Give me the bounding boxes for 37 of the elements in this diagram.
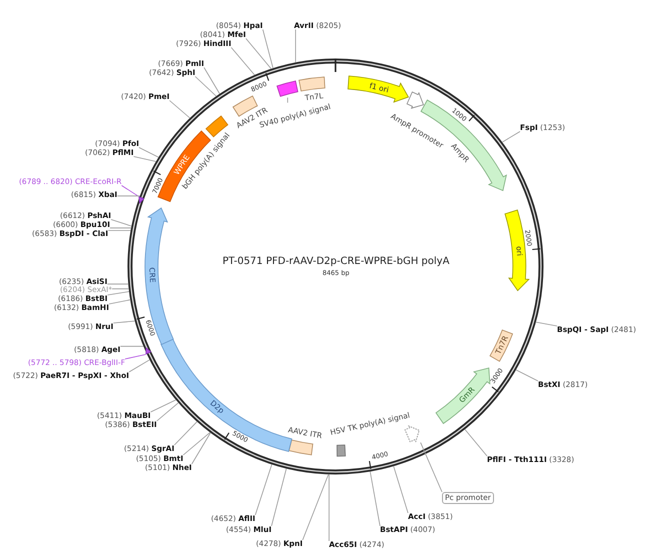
- leader-line: [169, 100, 190, 118]
- leader-line: [516, 369, 538, 382]
- plasmid-title: PT-0571 PFD-rAAV-D2p-CRE-WPRE-bGH polyA: [222, 257, 450, 267]
- leader-line: [420, 442, 442, 492]
- leader-line: [302, 474, 329, 540]
- leader-line: [287, 97, 288, 104]
- leader-line: [393, 466, 408, 514]
- leader-line: [120, 346, 144, 347]
- leader-line: [110, 219, 132, 226]
- leader-line: [246, 38, 272, 70]
- leader-line: [133, 156, 156, 162]
- leader-line: [124, 354, 146, 360]
- leader-line: [230, 47, 255, 76]
- leader-line: [107, 291, 130, 296]
- leader-line: [536, 322, 558, 326]
- leader-line: [138, 147, 159, 158]
- leader-line: [464, 428, 488, 456]
- leader-line: [121, 185, 139, 197]
- leader-line: [108, 230, 132, 231]
- leader-line: [150, 399, 176, 412]
- leader-line: [191, 432, 211, 464]
- leader-line: [262, 29, 274, 68]
- leader-line: [174, 421, 198, 446]
- leader-line: [271, 468, 287, 526]
- leader-line: [108, 299, 131, 304]
- leader-line: [204, 67, 220, 94]
- leader-line: [295, 29, 296, 63]
- leader-line: [194, 76, 217, 97]
- leader-line: [328, 474, 330, 542]
- leader-line: [156, 402, 179, 422]
- leader-line: [113, 320, 136, 324]
- leader-line: [112, 288, 130, 290]
- leader-line: [370, 471, 380, 526]
- leader-line: [502, 131, 520, 143]
- leader-line: [182, 432, 210, 456]
- leader-line: [254, 464, 272, 516]
- leader-line: [128, 359, 150, 372]
